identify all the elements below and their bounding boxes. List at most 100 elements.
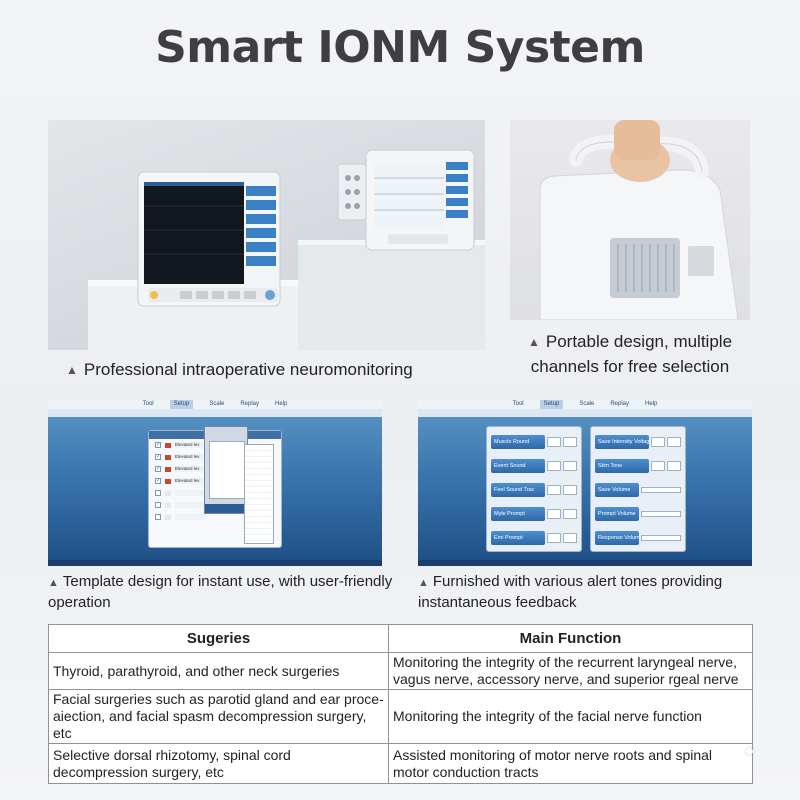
menu-item-setup[interactable]: Setup — [169, 400, 194, 409]
menu-item-help[interactable]: Help — [275, 401, 288, 407]
checkbox[interactable] — [155, 490, 161, 496]
triangle-up-icon: ▲ — [66, 363, 78, 377]
checkbox[interactable]: ✓ — [155, 478, 161, 484]
checkbox[interactable]: ✓ — [155, 442, 161, 448]
tone-option[interactable] — [667, 437, 681, 447]
template-row[interactable]: ✓ Elevated lev — [149, 463, 281, 475]
tone-option[interactable] — [563, 485, 577, 495]
column-header-main-function: Main Function — [388, 624, 753, 653]
tone-row: Stim Tone — [595, 457, 681, 475]
menu-item-replay[interactable]: Replay — [610, 401, 630, 407]
template-name: Elevated lev — [175, 466, 205, 472]
tone-label: Muscle Round — [491, 435, 545, 449]
color-swatch — [165, 502, 171, 508]
menu-bar: Tool Setup Scale Replay Help — [418, 400, 752, 409]
monitor-photo — [48, 120, 485, 350]
template-screenshot: Tool Setup Scale Replay Help ✓ Elevated l… — [48, 400, 382, 566]
template-name — [175, 490, 205, 496]
triangle-up-icon: ▲ — [418, 577, 429, 589]
template-row[interactable] — [149, 511, 281, 523]
checkbox[interactable]: ✓ — [155, 466, 161, 472]
config-popup-body — [209, 441, 245, 499]
tone-row: Emi Prompt — [491, 529, 577, 547]
tone-row: Myle Prompt — [491, 505, 577, 523]
tone-label: Save Intensity Voltages — [595, 435, 649, 449]
tone-row: Prompt Volume — [595, 505, 681, 523]
table-cell: Monitoring the integrity of the facial n… — [388, 689, 753, 744]
checkbox[interactable] — [155, 514, 161, 520]
option-list — [244, 444, 274, 544]
template-row[interactable]: ✓ Elevated lev — [149, 475, 281, 487]
color-swatch — [165, 454, 171, 460]
volume-slider[interactable] — [641, 487, 681, 493]
checkbox[interactable]: ✓ — [155, 454, 161, 460]
template-row[interactable]: ✓Elevated lev — [149, 451, 281, 463]
menu-item-scale[interactable]: Scale — [209, 401, 225, 407]
table-cell: Selective dorsal rhizotomy, spinal cord … — [48, 743, 389, 784]
color-swatch — [165, 466, 171, 472]
color-swatch — [165, 514, 171, 520]
tone-panel-left: Muscle Round Event Sound Feel Sound Trac… — [486, 426, 582, 552]
caption-alert-tones: ▲Furnished with various alert tones prov… — [418, 572, 763, 612]
tone-row: Save Volume — [595, 481, 681, 499]
table-row: Thyroid, parathyroid, and other neck sur… — [48, 652, 753, 690]
triangle-up-icon: ▲ — [48, 577, 59, 589]
tone-option[interactable] — [563, 461, 577, 471]
tone-label: Emi Prompt — [491, 531, 545, 545]
template-row[interactable]: ✓Elevated lev — [149, 439, 281, 451]
tone-label: Stim Tone — [595, 459, 649, 473]
caption-template: ▲Template design for instant use, with u… — [48, 572, 393, 612]
status-bar — [48, 560, 382, 566]
tone-label: Feel Sound Trac — [491, 483, 545, 497]
portable-photo — [510, 120, 750, 320]
tone-panel-right: Save Intensity Voltages Stim Tone Save V… — [590, 426, 686, 552]
sparkle-icon: ✦ — [742, 742, 758, 762]
toolbar — [418, 409, 752, 417]
tone-label: Save Volume — [595, 483, 639, 497]
table-cell: Thyroid, parathyroid, and other neck sur… — [48, 652, 389, 690]
template-row[interactable] — [149, 487, 281, 499]
template-name: Elevated lev — [175, 478, 205, 484]
color-swatch — [165, 490, 171, 496]
template-name — [175, 502, 205, 508]
volume-slider[interactable] — [641, 511, 681, 517]
table-cell: Facial surgeries such as parotid gland a… — [48, 689, 389, 744]
tone-option[interactable] — [547, 485, 561, 495]
triangle-up-icon: ▲ — [527, 335, 540, 349]
config-popup-footer — [205, 504, 247, 513]
tone-option[interactable] — [563, 533, 577, 543]
tone-option[interactable] — [547, 461, 561, 471]
caption-monitor-text: Professional intraoperative neuromonitor… — [83, 360, 413, 379]
tone-option[interactable] — [651, 437, 665, 447]
tone-label: Event Sound — [491, 459, 545, 473]
menu-item-tool[interactable]: Tool — [512, 401, 524, 407]
menu-bar: Tool Setup Scale Replay Help — [48, 400, 382, 409]
tone-option[interactable] — [563, 509, 577, 519]
menu-item-tool[interactable]: Tool — [142, 401, 154, 407]
menu-item-help[interactable]: Help — [645, 401, 658, 407]
tone-option[interactable] — [547, 437, 561, 447]
template-row[interactable] — [149, 499, 281, 511]
menu-item-setup[interactable]: Setup — [539, 400, 564, 409]
color-swatch — [165, 478, 171, 484]
tone-row: Muscle Round — [491, 433, 577, 451]
tone-label: Myle Prompt — [491, 507, 545, 521]
tone-option[interactable] — [651, 461, 665, 471]
tone-option[interactable] — [667, 461, 681, 471]
menu-item-replay[interactable]: Replay — [240, 401, 260, 407]
status-bar — [418, 560, 752, 566]
tone-label: Prompt Volume — [595, 507, 639, 521]
config-popup — [204, 426, 248, 514]
caption-portable: ▲Portable design, multiple channels for … — [510, 330, 750, 378]
menu-item-scale[interactable]: Scale — [579, 401, 595, 407]
caption-portable-text: Portable design, multiple channels for f… — [530, 332, 733, 376]
tone-option[interactable] — [563, 437, 577, 447]
page-title: Smart IONM System — [155, 22, 645, 73]
tone-option[interactable] — [547, 509, 561, 519]
tone-row: Feel Sound Trac — [491, 481, 577, 499]
tone-option[interactable] — [547, 533, 561, 543]
color-swatch — [165, 442, 171, 448]
volume-slider[interactable] — [641, 535, 681, 541]
column-header-surgeries: Sugeries — [48, 624, 389, 653]
checkbox[interactable] — [155, 502, 161, 508]
